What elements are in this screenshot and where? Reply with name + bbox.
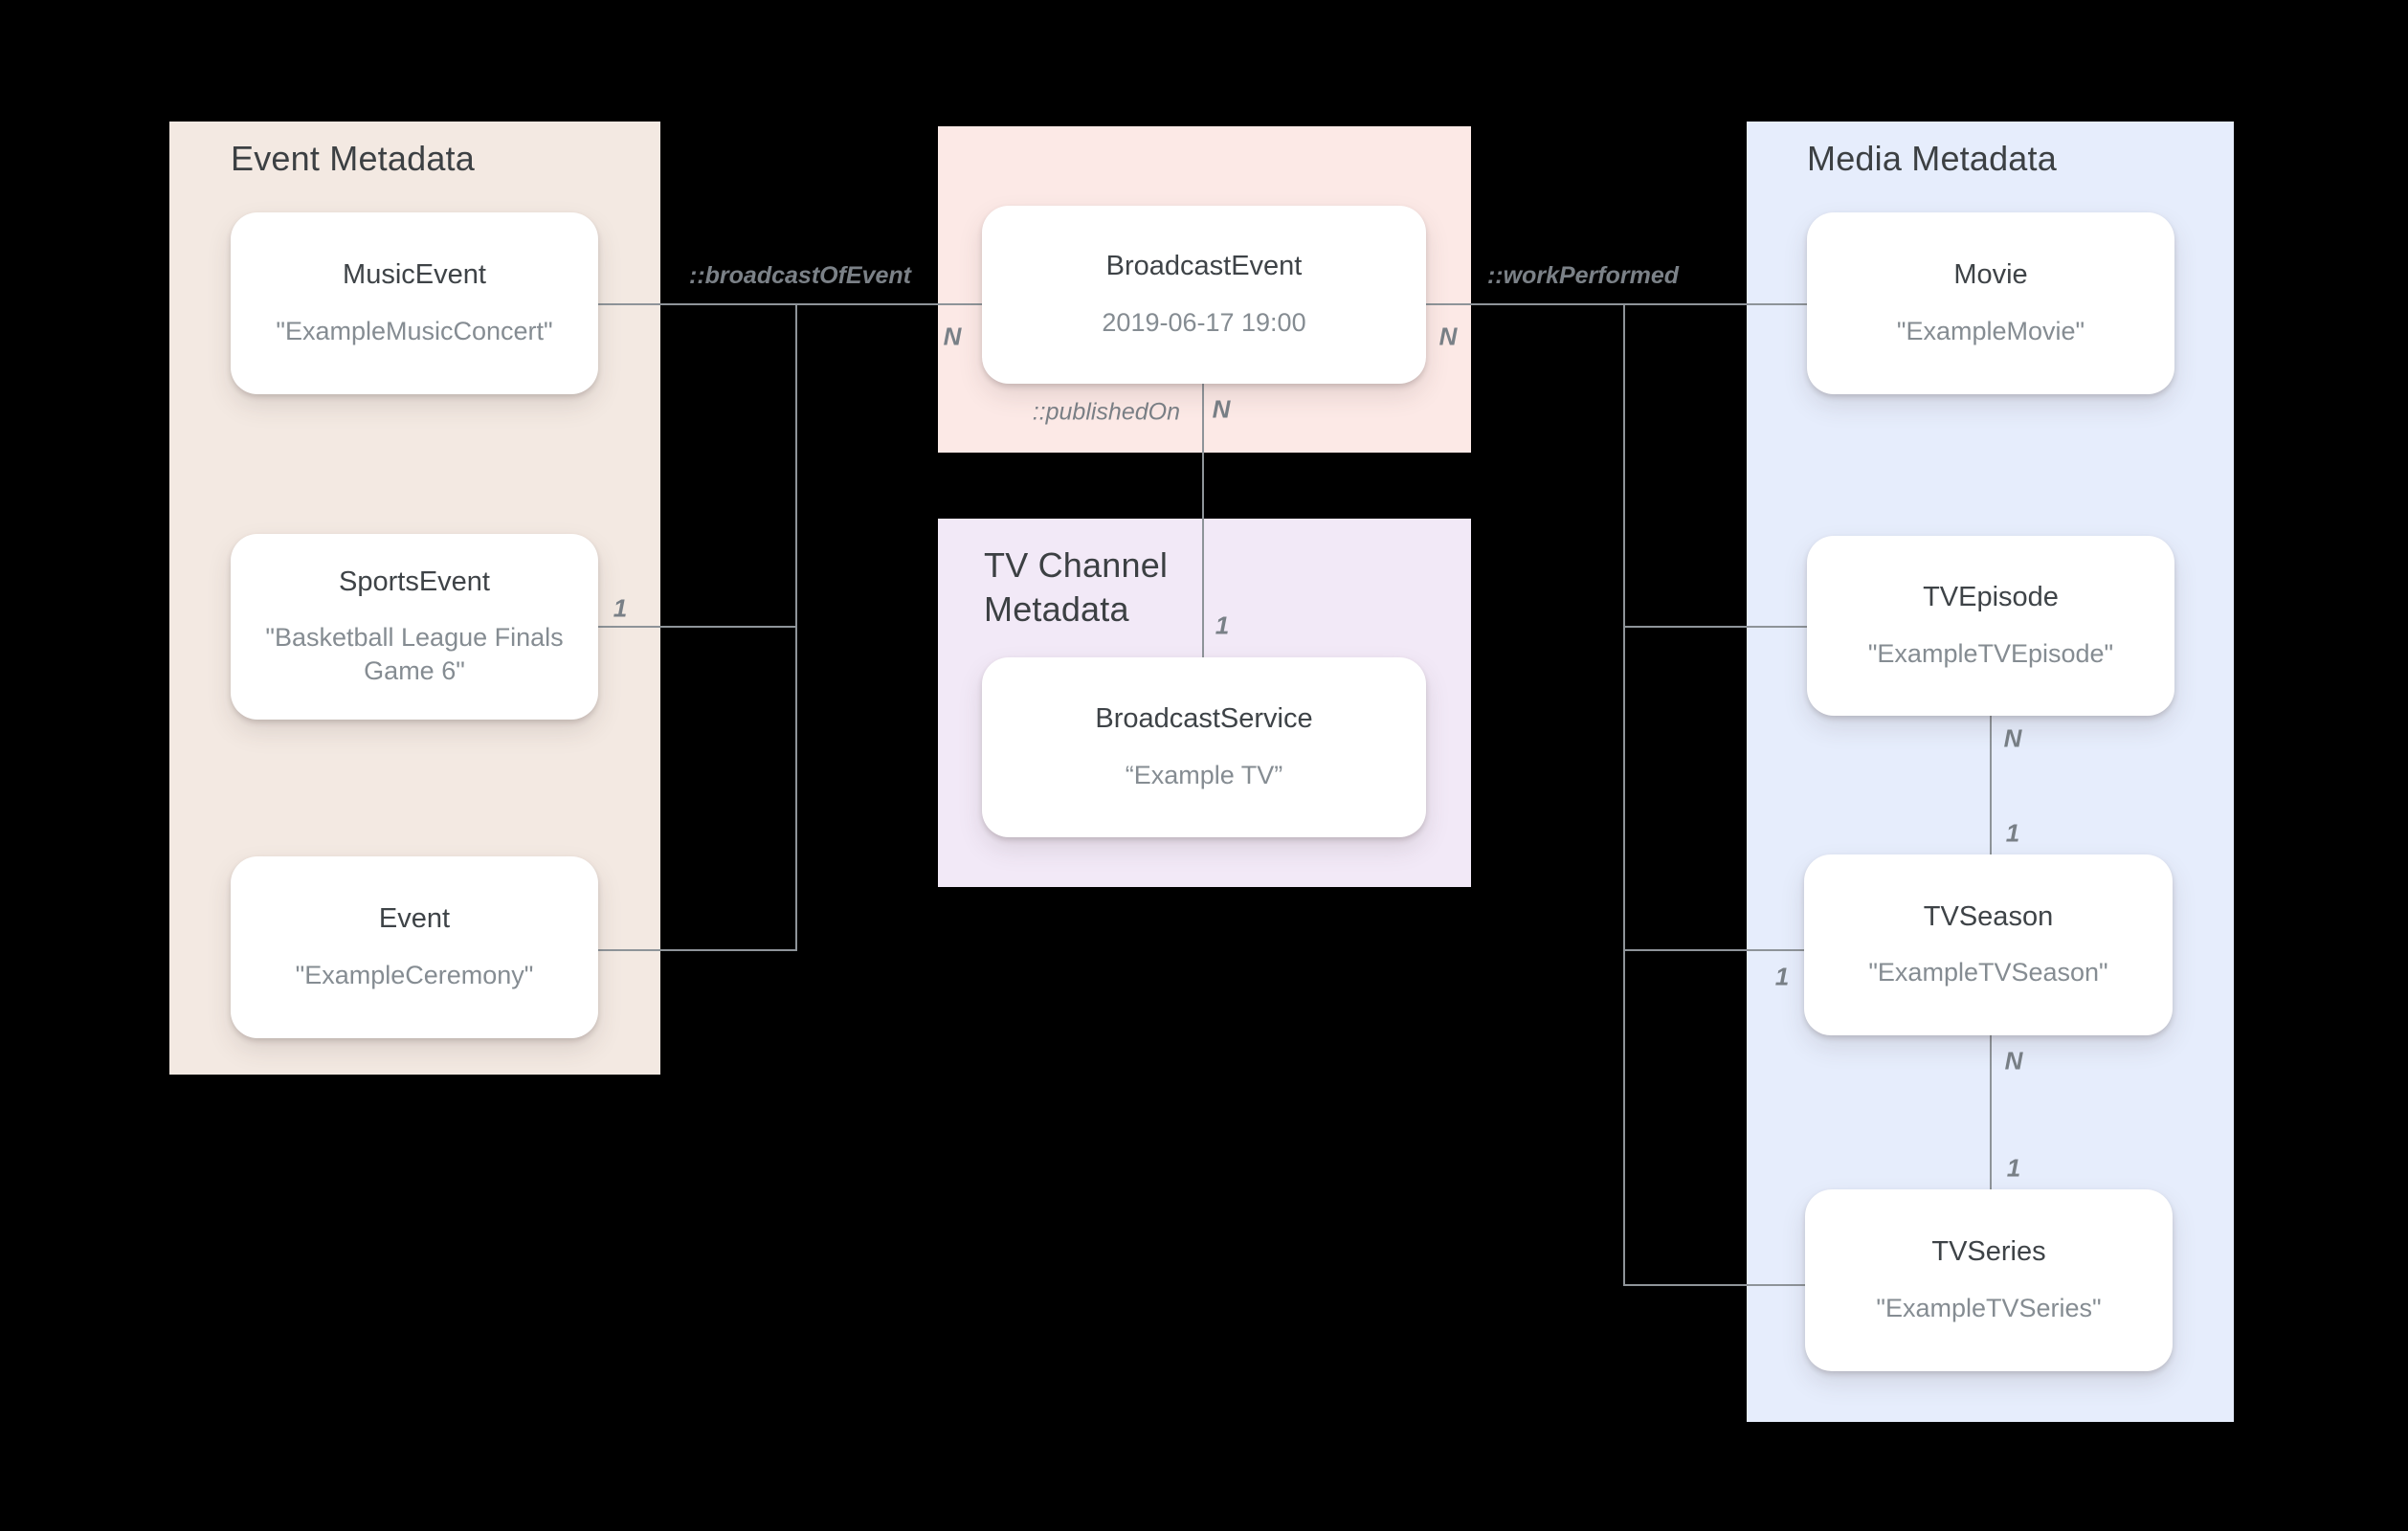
published-on-label: ::publishedOn (1032, 398, 1180, 426)
event-value: "ExampleCeremony" (295, 960, 534, 989)
broadcastevent-card: BroadcastEvent 2019-06-17 19:00 (982, 206, 1426, 384)
tvseries-type: TVSeries (1931, 1236, 2046, 1268)
connector-trunk-to-tvseason (1624, 949, 1806, 951)
connector-media-trunk (1623, 303, 1625, 1286)
connector-event-trunk (795, 303, 797, 951)
connector-tvseason-to-tvseries (1990, 1035, 1992, 1189)
tvseries-card: TVSeries "ExampleTVSeries" (1805, 1189, 2173, 1371)
broadcastevent-value: 2019-06-17 19:00 (1102, 307, 1306, 337)
cardinality-1-tvseason: 1 (1774, 962, 1790, 991)
broadcastevent-type: BroadcastEvent (1105, 251, 1303, 282)
cardinality-n-workperformed: N (1438, 322, 1458, 351)
event-card: Event "ExampleCeremony" (231, 856, 598, 1038)
event-metadata-title: Event Metadata (231, 139, 475, 178)
connector-event-to-trunk (597, 949, 796, 951)
movie-value: "ExampleMovie" (1896, 316, 2085, 345)
cardinality-n-publishedon: N (1212, 394, 1231, 424)
tvepisode-value: "ExampleTVEpisode" (1867, 638, 2114, 668)
musicevent-card: MusicEvent "ExampleMusicConcert" (231, 212, 598, 394)
work-performed-label: ::workPerformed (1486, 262, 1680, 289)
sportsevent-value: "Basketball League Finals Game 6" (265, 623, 564, 686)
event-type: Event (378, 903, 451, 935)
tvseason-value: "ExampleTVSeason" (1868, 958, 2108, 987)
tvepisode-card: TVEpisode "ExampleTVEpisode" (1807, 536, 2174, 716)
tvseason-type: TVSeason (1923, 900, 2054, 932)
tvseries-value: "ExampleTVSeries" (1876, 1293, 2102, 1322)
connector-broadcastevent-to-movie (1426, 303, 1807, 305)
connector-tvepisode-to-tvseason (1990, 716, 1992, 854)
tvepisode-type: TVEpisode (1923, 582, 2059, 613)
cardinality-1-tvseason-tvseries: 1 (2006, 1153, 2021, 1183)
connector-trunk-to-tvseries (1624, 1284, 1806, 1286)
cardinality-1-publishedon: 1 (1215, 610, 1230, 640)
musicevent-type: MusicEvent (343, 259, 486, 291)
movie-card: Movie "ExampleMovie" (1807, 212, 2174, 394)
broadcast-of-event-label: ::broadcastOfEvent (689, 262, 911, 289)
tv-channel-metadata-title: TV Channel Metadata (984, 545, 1169, 630)
connector-sportsevent-to-trunk (597, 626, 796, 628)
broadcastservice-type: BroadcastService (1095, 703, 1313, 735)
musicevent-value: "ExampleMusicConcert" (276, 316, 553, 345)
connector-broadcastevent-to-broadcastservice (1202, 383, 1204, 657)
cardinality-1-sportsevent: 1 (613, 593, 628, 623)
media-metadata-title: Media Metadata (1807, 139, 2057, 178)
tvseason-card: TVSeason "ExampleTVSeason" (1804, 854, 2173, 1035)
movie-type: Movie (1953, 259, 2028, 291)
cardinality-n-broadcastofevent: N (943, 322, 962, 351)
broadcastservice-value: “Example TV” (1125, 760, 1283, 789)
cardinality-n-tvepisode-tvseason: N (2003, 723, 2022, 753)
cardinality-n-tvseason-tvseries: N (2004, 1046, 2023, 1076)
sportsevent-type: SportsEvent (339, 566, 490, 597)
connector-trunk-to-tvepisode (1624, 626, 1807, 628)
broadcastservice-card: BroadcastService “Example TV” (982, 657, 1426, 837)
connector-musicevent-to-broadcastevent (597, 303, 982, 305)
cardinality-1-tvepisode-tvseason: 1 (2005, 818, 2020, 848)
sportsevent-card: SportsEvent "Basketball League Finals Ga… (231, 534, 598, 720)
